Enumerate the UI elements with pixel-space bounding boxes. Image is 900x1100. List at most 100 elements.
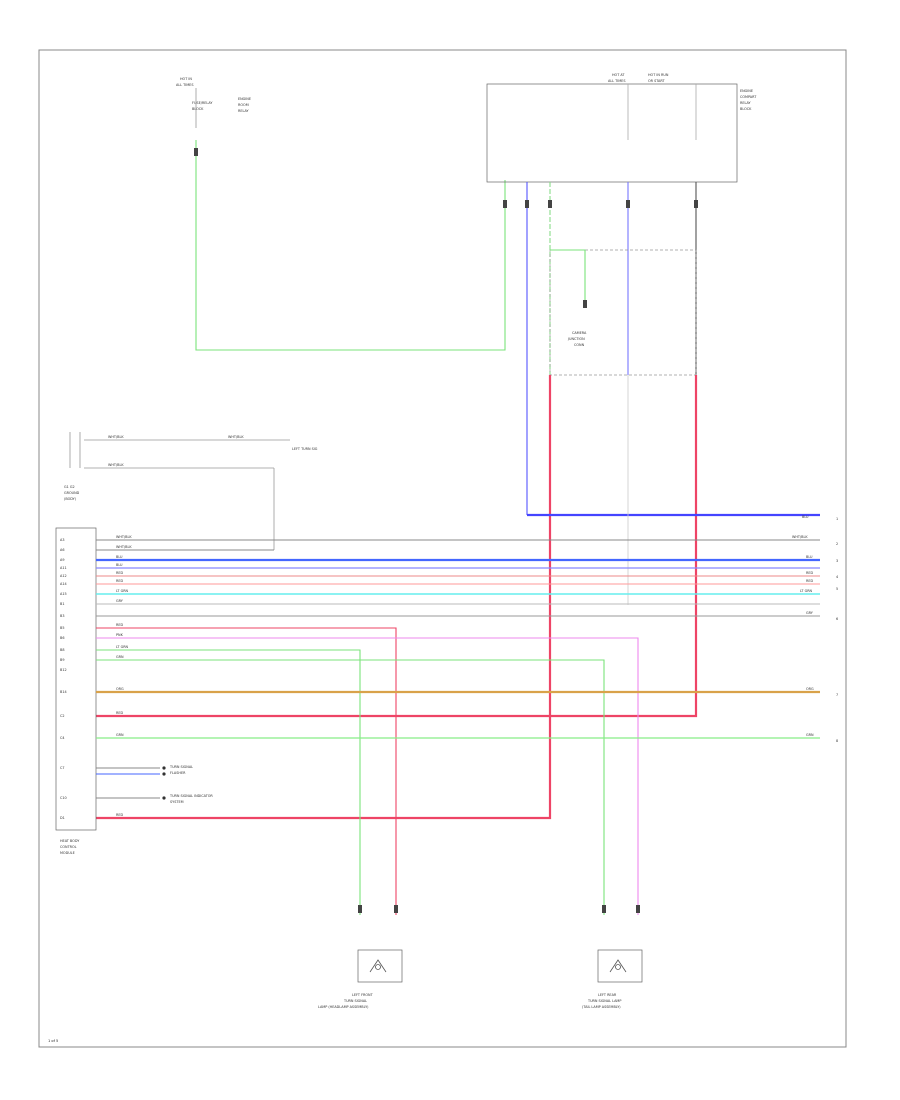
svg-text:BLU: BLU <box>806 555 813 559</box>
svg-text:WHT/BLK: WHT/BLK <box>108 435 124 439</box>
svg-text:RED: RED <box>116 623 123 627</box>
ecu-pin-label: C2 <box>60 714 65 718</box>
diagram-frame <box>38 49 847 1048</box>
svg-text:BLOCK: BLOCK <box>740 107 752 111</box>
svg-text:COMPART: COMPART <box>740 95 757 99</box>
ecu-connector: HEAT BODY CONTROL MODULE A3A6A9A11A12A14… <box>55 527 97 855</box>
top-left-fuse-feed: HOT IN ALL TIMES FUSE/RELAY BLOCK ENGINE… <box>176 77 251 128</box>
bus-wire-labels: WHT/BLK WHT/BLK BLU BLU RED RED LT GRN G… <box>116 515 838 817</box>
ecu-pin-label: C7 <box>60 766 65 770</box>
svg-text:LT GRN: LT GRN <box>116 645 129 649</box>
connector-pin <box>194 148 198 156</box>
turn-signal-switch: WHT/BLK WHT/BLK WHT/BLK LEFT TURN SIG G1… <box>64 432 318 550</box>
ecu-pin-label: C10 <box>60 796 67 800</box>
svg-text:RED: RED <box>116 579 123 583</box>
right-ref-label: 1 <box>836 517 838 521</box>
svg-text:GRY: GRY <box>116 599 124 603</box>
ecu-pin-label: B1 <box>60 602 64 606</box>
svg-text:WHT/BLK: WHT/BLK <box>108 463 124 467</box>
svg-text:TURN SIGNAL INDICATOR: TURN SIGNAL INDICATOR <box>169 794 213 798</box>
connector-pin <box>503 200 507 208</box>
svg-text:CONTROL: CONTROL <box>60 845 77 849</box>
svg-text:RED: RED <box>116 571 123 575</box>
svg-text:CONN: CONN <box>574 343 585 347</box>
svg-text:FLASHER: FLASHER <box>170 771 186 775</box>
ecu-pin-label: A14 <box>60 582 67 586</box>
svg-text:RELAY: RELAY <box>238 109 250 113</box>
wire-red-ground <box>96 375 552 820</box>
ecu-pin-label: A9 <box>60 558 64 562</box>
right-ref-label: 4 <box>836 575 838 579</box>
svg-text:BLU: BLU <box>116 555 123 559</box>
svg-text:WHT/BLK: WHT/BLK <box>116 535 132 539</box>
ecu-pin-label: A6 <box>60 548 64 552</box>
left-rear-turn-lamp: LEFT REAR TURN SIGNAL LAMP (TAIL LAMP AS… <box>582 905 643 1009</box>
svg-text:RED: RED <box>806 571 813 575</box>
right-ref-label: 2 <box>836 542 838 546</box>
wire-bus: TURN SIGNAL FLASHER TURN SIGNAL INDICATO… <box>96 539 820 915</box>
svg-text:TURN SIGNAL: TURN SIGNAL <box>343 999 367 1003</box>
ecu-pin-label: A12 <box>60 574 67 578</box>
ecu-pin-label: A11 <box>60 566 67 570</box>
ecu-pin-label: B9 <box>60 658 64 662</box>
right-ref-label: 5 <box>836 587 838 591</box>
svg-text:ENGINE: ENGINE <box>740 89 753 93</box>
svg-text:GRN: GRN <box>116 655 124 659</box>
svg-text:BLU: BLU <box>802 515 809 519</box>
svg-text:ROOM: ROOM <box>238 103 249 107</box>
page-footer: 1 of 5 <box>48 1039 58 1043</box>
svg-text:WHT/BLK: WHT/BLK <box>228 435 244 439</box>
svg-text:RED: RED <box>806 579 813 583</box>
svg-text:RELAY: RELAY <box>740 101 752 105</box>
wire-grn-feed <box>195 140 506 351</box>
svg-text:PNK: PNK <box>116 633 124 637</box>
wire-red-return <box>96 375 698 718</box>
ecu-pin-label: C4 <box>60 736 65 740</box>
svg-text:ENGINE: ENGINE <box>238 97 251 101</box>
junction-connector: CAMERA JUNCTION CONN <box>549 249 697 376</box>
svg-text:LEFT TURN SIG: LEFT TURN SIG <box>292 447 318 451</box>
svg-text:SYSTEM: SYSTEM <box>170 800 184 804</box>
ecu-pin-label: B6 <box>60 636 64 640</box>
ecu-pin-label: A3 <box>60 538 64 542</box>
svg-text:LT GRN: LT GRN <box>116 589 129 593</box>
svg-text:LEFT REAR: LEFT REAR <box>598 993 617 997</box>
ecu-pin-label: B3 <box>60 614 64 618</box>
svg-text:MODULE: MODULE <box>60 851 75 855</box>
svg-text:WHT/BLK: WHT/BLK <box>792 535 808 539</box>
ecu-pin-label: B14 <box>60 690 67 694</box>
svg-text:(TAIL LAMP ASSEMBLY): (TAIL LAMP ASSEMBLY) <box>582 1005 621 1009</box>
svg-text:GROUND: GROUND <box>64 491 80 495</box>
svg-text:ALL TIMES: ALL TIMES <box>176 83 193 87</box>
svg-text:JUNCTION: JUNCTION <box>567 337 585 341</box>
svg-text:HEAT BODY: HEAT BODY <box>60 839 80 843</box>
svg-text:OR START: OR START <box>648 79 665 83</box>
ecu-pin-label: D1 <box>60 816 65 820</box>
svg-text:ALL TIMES: ALL TIMES <box>608 79 625 83</box>
svg-text:TURN SIGNAL: TURN SIGNAL <box>169 765 193 769</box>
svg-text:(BODY): (BODY) <box>64 497 77 501</box>
right-ref-label: 3 <box>836 559 838 563</box>
svg-text:GRY: GRY <box>806 611 814 615</box>
right-ref-label: 8 <box>836 739 838 743</box>
svg-text:GRN: GRN <box>806 733 814 737</box>
right-ref-label: 7 <box>836 693 838 697</box>
svg-text:WHT/BLK: WHT/BLK <box>116 545 132 549</box>
svg-text:LEFT FRONT: LEFT FRONT <box>352 993 374 997</box>
svg-text:FUSE/RELAY: FUSE/RELAY <box>192 101 213 105</box>
svg-text:ORG: ORG <box>806 687 814 691</box>
right-ref-label: 6 <box>836 617 838 621</box>
ecu-pin-label: B8 <box>60 648 64 652</box>
svg-text:HOT IN RUN: HOT IN RUN <box>648 73 669 77</box>
ecu-pin-label: B12 <box>60 668 67 672</box>
svg-text:LAMP (HEADLAMP ASSEMBLY): LAMP (HEADLAMP ASSEMBLY) <box>318 1005 369 1009</box>
svg-text:HOT AT: HOT AT <box>612 73 625 77</box>
top-relay-box: HOT AT ALL TIMES HOT IN RUN OR START ENG… <box>486 73 757 183</box>
ecu-pin-label: B5 <box>60 626 64 630</box>
svg-text:ORG: ORG <box>116 687 124 691</box>
svg-text:HOT IN: HOT IN <box>180 77 192 81</box>
svg-text:CAMERA: CAMERA <box>572 331 587 335</box>
svg-text:G1 G2: G1 G2 <box>64 485 75 489</box>
svg-text:TURN SIGNAL LAMP: TURN SIGNAL LAMP <box>587 999 621 1003</box>
